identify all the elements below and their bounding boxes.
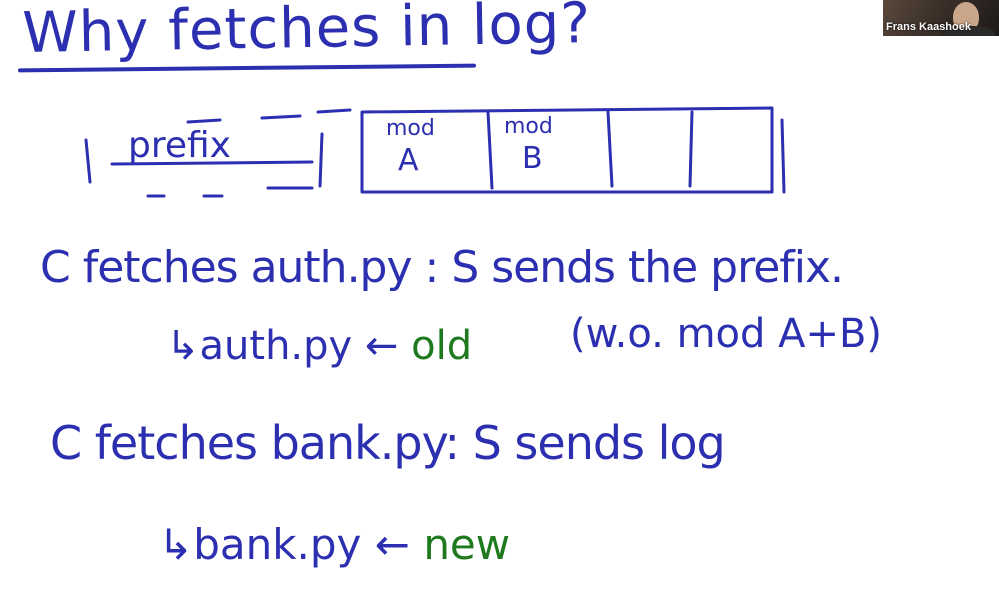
- slot-1-label-bottom: A: [398, 143, 419, 178]
- note-line-4-new: new: [423, 520, 511, 569]
- presenter-video-thumbnail[interactable]: Frans Kaashoek: [883, 0, 999, 36]
- slot-2-label-bottom: B: [522, 141, 543, 176]
- log-box-outline: [360, 106, 774, 194]
- note-line-2: ↳auth.py ← old: [166, 326, 472, 366]
- note-line-3: C fetches bank.py: S sends log: [50, 416, 726, 470]
- note-line-4: ↳bank.py ← new: [158, 524, 510, 566]
- slot-1-label-top: mod: [386, 116, 435, 141]
- note-line-2-main: ↳auth.py ←: [166, 323, 399, 369]
- prefix-right-bracket: [318, 132, 324, 188]
- prefix-strike-line: [110, 160, 314, 166]
- log-slot-divider-3: [688, 110, 694, 188]
- log-slot-divider-2: [606, 110, 614, 188]
- note-line-2-paren: (w.o. mod A+B): [570, 311, 883, 357]
- presenter-shoulders: [941, 26, 995, 36]
- presenter-name: Frans Kaashoek: [886, 21, 971, 33]
- prefix-label: prefix: [128, 125, 231, 166]
- log-slot-divider-1: [486, 110, 494, 190]
- note-line-4-main: ↳bank.py ←: [158, 520, 410, 569]
- prefix-left-bracket: [84, 138, 92, 184]
- slot-2-label-top: mod: [504, 114, 553, 139]
- note-line-2-old: old: [411, 323, 473, 369]
- note-line-1: C fetches auth.py : S sends the prefix.: [40, 242, 844, 293]
